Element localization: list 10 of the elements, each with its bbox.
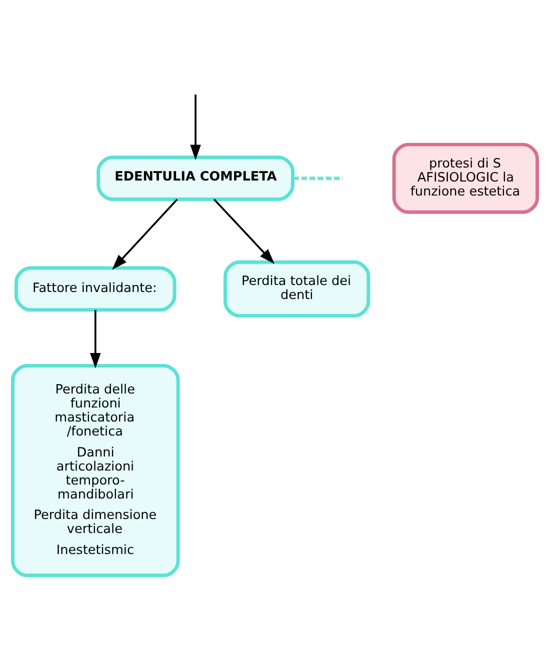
arrow	[90, 310, 101, 368]
connector	[293, 176, 343, 180]
node-box: Perdita delle funzioni masticatoria /fonetica Danni articolazioni temporo-mandibolari Perdita dimensione verticale Inestetismic	[11, 364, 180, 578]
node-box: protesi di S AFISIOLOGIC la funzione estetica	[392, 142, 539, 214]
node-box: Fattore invalidante:	[14, 266, 176, 312]
arrow	[190, 94, 201, 160]
node-box: EDENTULIA COMPLETA	[96, 156, 294, 202]
arrow	[112, 198, 178, 270]
node-box: Perdita totale dei denti	[223, 260, 370, 318]
arrow	[213, 198, 275, 264]
